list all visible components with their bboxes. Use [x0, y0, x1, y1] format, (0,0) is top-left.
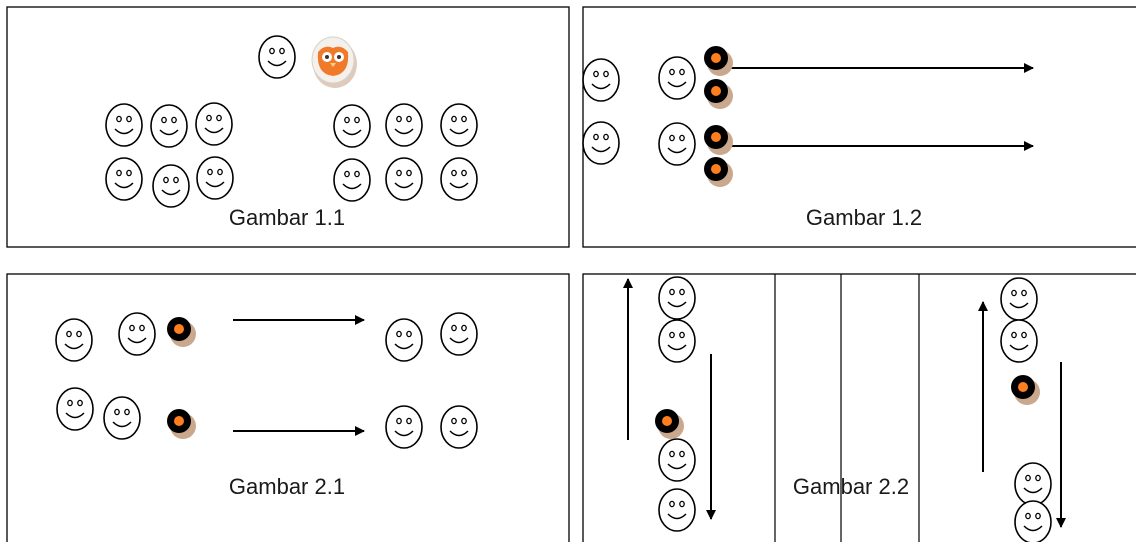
owl-mascot-icon — [311, 36, 357, 88]
smiley-face-icon — [105, 157, 143, 201]
caption-gambar-2-1: Gambar 2.1 — [229, 474, 345, 499]
panel-frame-2-2 — [582, 273, 1136, 542]
caption-gambar-2-2: Gambar 2.2 — [793, 474, 909, 499]
smiley-face-icon — [385, 405, 423, 449]
smiley-face-icon — [333, 104, 371, 148]
smiley-face-icon — [658, 438, 696, 482]
smiley-face-icon — [55, 318, 93, 362]
smiley-face-icon — [385, 318, 423, 362]
ball-icon — [704, 46, 733, 76]
panel-frame-1-1 — [6, 6, 570, 248]
smiley-face-icon — [258, 35, 296, 79]
smiley-face-icon — [440, 312, 478, 356]
smiley-face-icon — [582, 121, 620, 165]
ball-icon — [704, 157, 733, 187]
smiley-face-icon — [658, 56, 696, 100]
smiley-face-icon — [1014, 500, 1052, 542]
smiley-face-icon — [440, 405, 478, 449]
ball-icon — [704, 125, 733, 155]
smiley-face-icon — [658, 488, 696, 532]
smiley-face-icon — [658, 319, 696, 363]
smiley-face-icon — [1014, 462, 1052, 506]
smiley-face-icon — [440, 103, 478, 147]
caption-gambar-1-1: Gambar 1.1 — [229, 205, 345, 230]
smiley-face-icon — [103, 396, 141, 440]
smiley-face-icon — [195, 102, 233, 146]
smiley-face-icon — [658, 276, 696, 320]
smiley-face-icon — [385, 157, 423, 201]
ball-icon — [704, 79, 733, 109]
ball-icon — [167, 317, 196, 347]
smiley-face-icon — [152, 164, 190, 208]
smiley-face-icon — [1000, 277, 1038, 321]
smiley-face-icon — [582, 58, 620, 102]
smiley-face-icon — [658, 122, 696, 166]
smiley-face-icon — [333, 158, 371, 202]
smiley-face-icon — [196, 156, 234, 200]
smiley-face-icon — [118, 312, 156, 356]
ball-icon — [167, 409, 196, 439]
caption-gambar-1-2: Gambar 1.2 — [806, 205, 922, 230]
smiley-face-icon — [1000, 319, 1038, 363]
panel-frame-1-2 — [582, 6, 1136, 248]
smiley-face-icon — [105, 103, 143, 147]
smiley-face-icon — [385, 103, 423, 147]
smiley-face-icon — [150, 104, 188, 148]
ball-icon — [655, 409, 684, 439]
smiley-face-icon — [56, 387, 94, 431]
panel-frame-2-1 — [6, 273, 570, 542]
ball-icon — [1011, 375, 1040, 405]
smiley-face-icon — [440, 157, 478, 201]
